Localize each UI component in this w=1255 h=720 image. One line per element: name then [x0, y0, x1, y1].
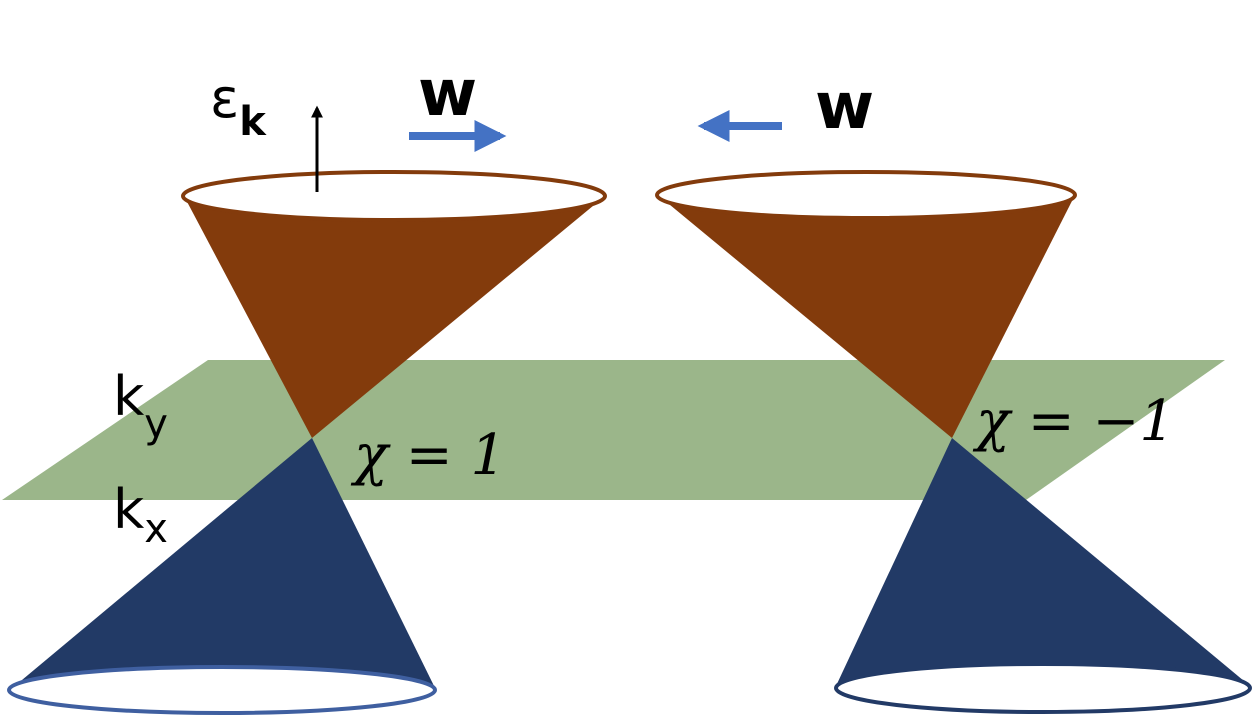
ky-label-subscript: y: [144, 401, 168, 447]
kx-label: kx: [113, 478, 168, 552]
upper-cone-left: [184, 196, 605, 438]
upper-cone-rim-left: [181, 170, 607, 222]
w-label-right: w: [815, 70, 874, 144]
ky-label: ky: [113, 365, 168, 447]
lower-cone-rim-left: [7, 665, 437, 715]
weyl-node-left: [7, 170, 607, 715]
energy-label-subscript: k: [239, 99, 267, 145]
chirality-label-right: χ = −1: [972, 389, 1175, 454]
upper-cone-right: [658, 195, 1075, 438]
lower-cone-right: [836, 438, 1250, 686]
chirality-label-left: χ = 1: [350, 423, 506, 488]
energy-label: εk: [210, 67, 267, 145]
lower-cone-left: [10, 438, 436, 690]
upper-cone-rim-right: [655, 170, 1077, 220]
w-label-left: w: [418, 57, 477, 131]
lower-cone-rim-right: [834, 662, 1252, 714]
kx-label-subscript: x: [144, 506, 168, 552]
weyl-node-right: [655, 170, 1252, 714]
